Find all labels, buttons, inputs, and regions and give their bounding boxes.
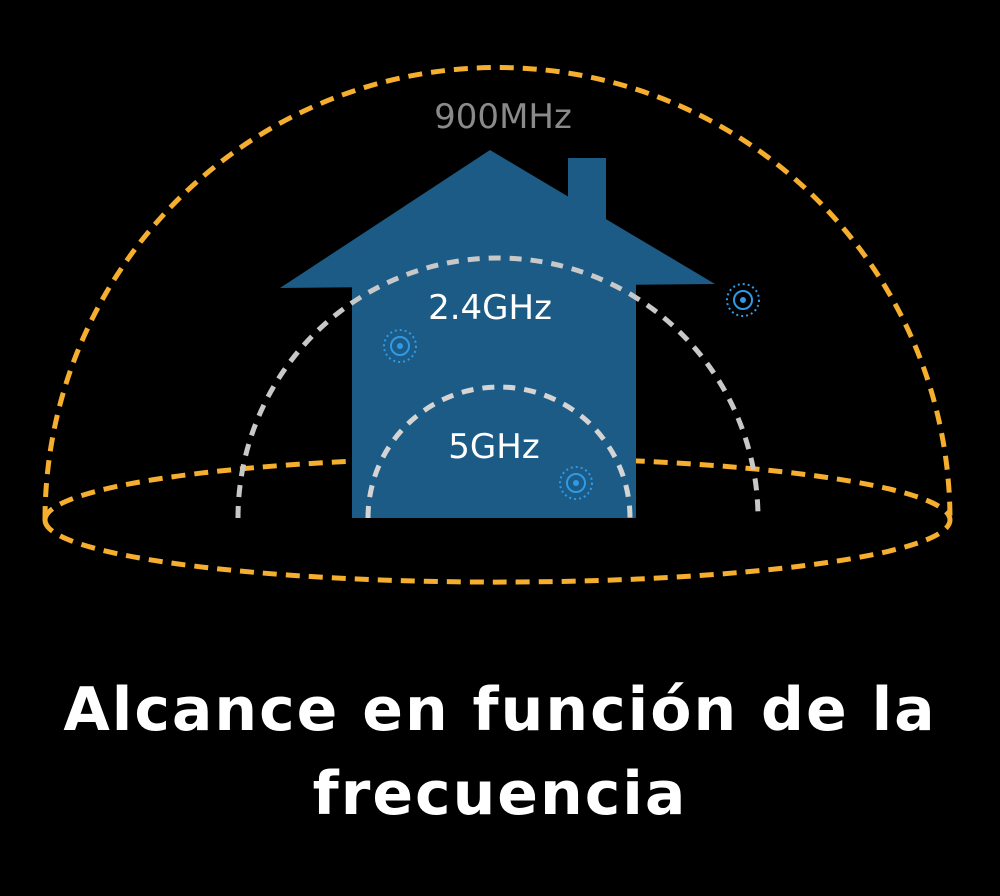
label-900mhz: 900MHz xyxy=(434,97,572,137)
caption-title: Alcance en función de la frecuencia xyxy=(40,668,960,836)
label-2-4ghz: 2.4GHz xyxy=(428,288,552,328)
wifi-device-icon xyxy=(727,284,759,316)
range-900-ground-front xyxy=(45,520,950,582)
frequency-range-diagram: 900MHz 2.4GHz 5GHz xyxy=(0,0,1000,640)
house-roof xyxy=(280,150,715,288)
label-5ghz: 5GHz xyxy=(448,427,539,467)
